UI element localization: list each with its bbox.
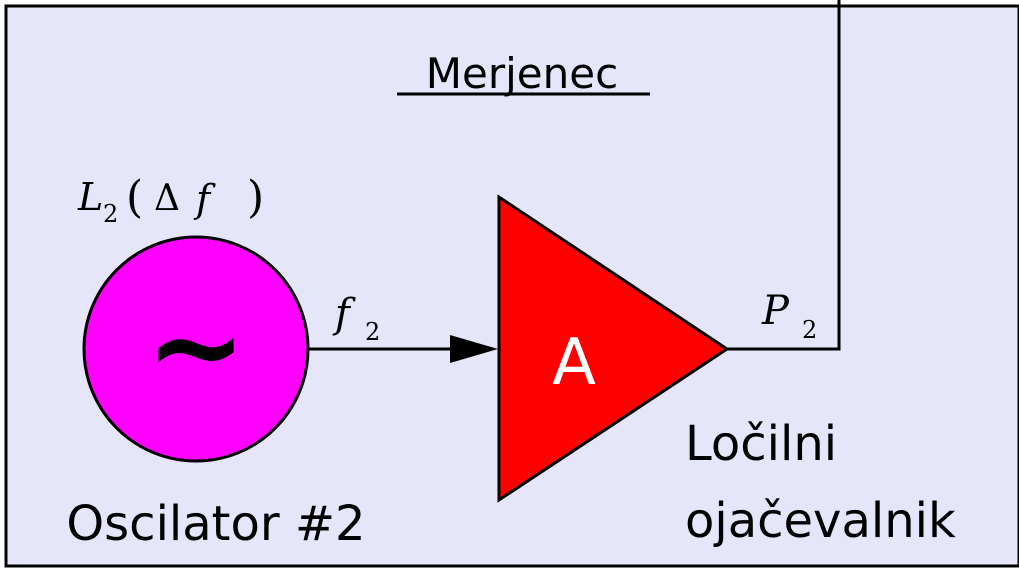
amplifier-letter: A — [552, 326, 596, 400]
svg-text:(: ( — [126, 172, 143, 223]
phase-noise-label: L 2 ( Δ f ) — [77, 172, 264, 228]
amplifier-label-line1: Ločilni — [685, 416, 837, 472]
svg-text:): ) — [247, 172, 264, 223]
tilde-icon: ~ — [146, 278, 247, 417]
output-line — [727, 0, 841, 351]
svg-text:Δ: Δ — [154, 178, 180, 219]
svg-text:L: L — [77, 175, 103, 219]
amplifier-label-line2: ojačevalnik — [685, 493, 956, 549]
svg-text:2: 2 — [365, 318, 380, 346]
output-label: P 2 — [761, 288, 817, 344]
svg-text:2: 2 — [802, 316, 817, 344]
box-title: Merjenec — [426, 49, 618, 98]
oscillator-label: Oscilator #2 — [66, 496, 365, 552]
amplifier-triangle — [497, 194, 730, 503]
svg-text:P: P — [761, 288, 790, 334]
svg-text:2: 2 — [103, 200, 118, 228]
arrow-head-icon — [450, 335, 498, 363]
